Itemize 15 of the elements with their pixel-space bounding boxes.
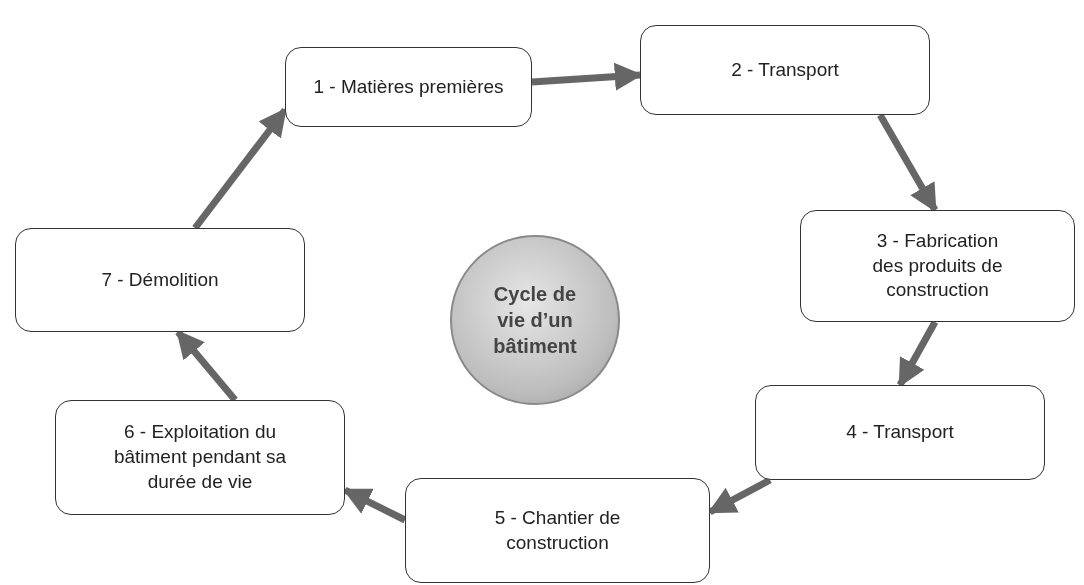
stage-box	[55, 400, 345, 515]
stage-box	[285, 47, 532, 127]
stage-label: 5 - Chantier de construction	[493, 505, 622, 555]
stage-box	[640, 25, 930, 115]
center-title: Cycle de vie d’un bâtiment	[492, 282, 578, 359]
stage-label: 7 - Démolition	[100, 267, 220, 292]
stage-label: 2 - Transport	[730, 57, 840, 82]
stage-box	[755, 385, 1045, 480]
stage-box	[405, 478, 710, 583]
stage-label: 4 - Transport	[845, 420, 955, 445]
stage-box	[15, 228, 305, 332]
stage-label: 1 - Matières premières	[312, 74, 505, 99]
stage-label: 6 - Exploitation du bâtiment pendant sa durée de vie	[112, 420, 288, 494]
stage-box	[800, 210, 1075, 322]
stage-label: 3 - Fabrication des produits de construction	[871, 228, 1004, 303]
